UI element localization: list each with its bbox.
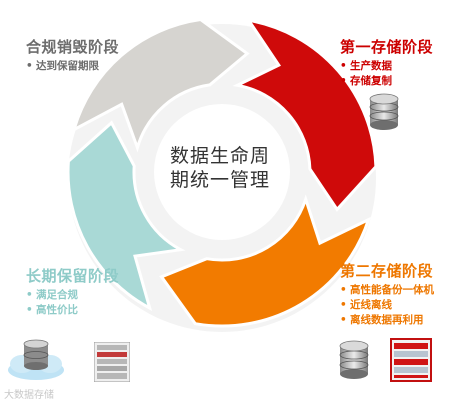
cycle-segment-long-term-retention — [66, 120, 186, 311]
stage-second-storage-item: •近线离线 — [340, 299, 392, 311]
cycle-segment-second-storage — [159, 194, 372, 328]
center-label-line1: 数据生命周 — [169, 145, 270, 167]
stage-compliance-destruction-item: •达到保留期限 — [26, 60, 99, 72]
stage-first-storage-item: •生产数据 — [340, 60, 392, 72]
stage-compliance-destruction-title: 合规销毁阶段 — [26, 38, 120, 56]
stage-long-term-retention-title: 长期保留阶段 — [26, 267, 120, 285]
database-icon — [339, 340, 369, 379]
database-icon — [369, 93, 399, 130]
cycle-segment-compliance-destruction — [71, 17, 250, 153]
stage-second-storage-item: •高性能备份一体机 — [340, 284, 434, 296]
backup-appliance-icon — [390, 338, 432, 382]
stage-second-storage-item: •离线数据再利用 — [340, 314, 424, 326]
stage-second-storage: 第二存储阶段 •高性能备份一体机 •近线离线 •离线数据再利用 — [340, 262, 434, 328]
stage-long-term-retention: 长期保留阶段 •满足合规 •高性价比 — [26, 267, 119, 318]
storage-rack-icon — [94, 342, 130, 382]
stage-first-storage-item: •存储复制 — [340, 75, 392, 87]
cycle-hub — [154, 104, 290, 240]
center-label: 数据生命周 期统一管理 — [155, 144, 285, 192]
center-label-line2: 期统一管理 — [169, 169, 270, 191]
stage-long-term-retention-item: •满足合规 — [26, 289, 78, 301]
stage-long-term-retention-item: •高性价比 — [26, 304, 78, 316]
stage-first-storage: 第一存储阶段 •生产数据 •存储复制 — [340, 38, 433, 89]
stage-second-storage-title: 第二存储阶段 — [340, 262, 434, 280]
cycle-segment-first-storage — [232, 18, 378, 212]
stage-compliance-destruction: 合规销毁阶段 •达到保留期限 — [26, 38, 119, 74]
stage-first-storage-title: 第一存储阶段 — [340, 38, 434, 56]
watermark: 大数据存储 — [4, 390, 54, 401]
cloud-database-icon — [8, 339, 64, 380]
